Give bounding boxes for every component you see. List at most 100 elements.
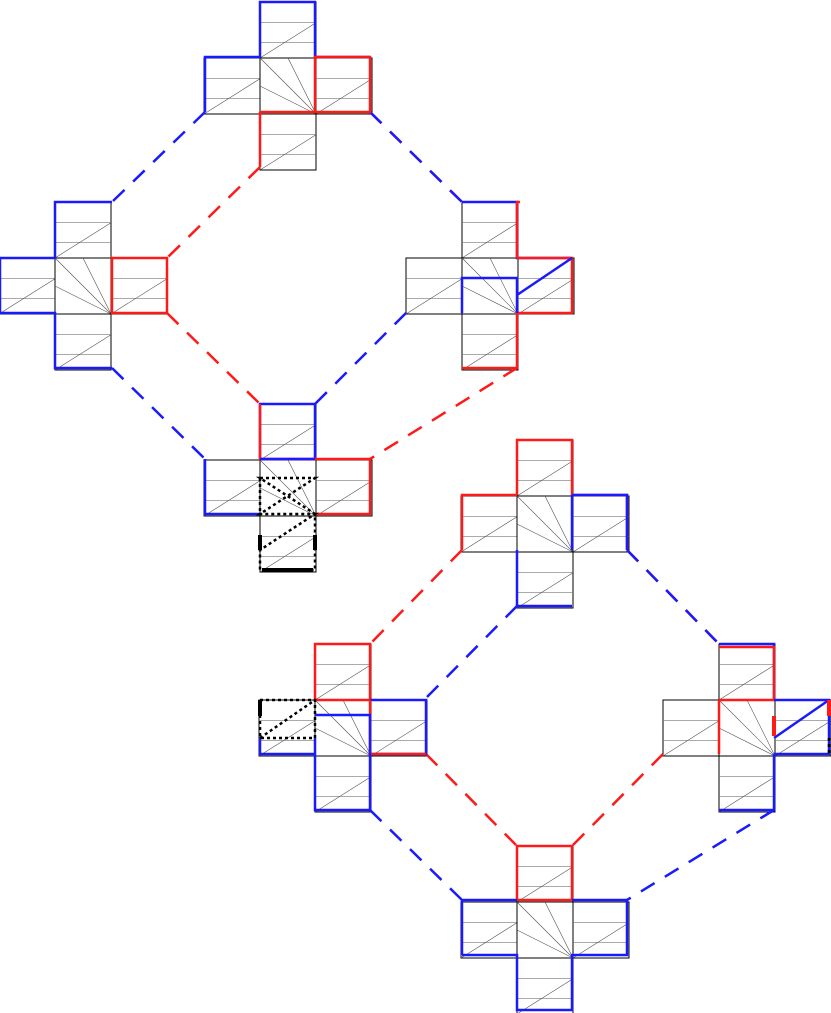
tile-diagonal (259, 424, 317, 461)
tile-diagonal (516, 460, 574, 497)
tile-diagonal (259, 459, 317, 517)
tile (461, 201, 519, 259)
outline-path (515, 550, 572, 608)
connector-line (425, 605, 518, 699)
tile-border (516, 439, 574, 497)
outline-path (572, 493, 629, 550)
tile-diagonal (203, 78, 261, 115)
tile-border (259, 515, 317, 573)
outline-path (203, 459, 260, 516)
connector-line (166, 312, 261, 405)
top-left-group-bottom-cross (203, 403, 373, 573)
tile (314, 643, 372, 701)
tile-diagonal (572, 516, 630, 553)
tile (774, 699, 831, 757)
tile (370, 699, 428, 757)
outline-path (53, 200, 112, 258)
tile-border (315, 57, 373, 115)
tile (516, 439, 574, 497)
tile (517, 257, 575, 315)
tile-diagonal (516, 495, 574, 553)
tile (314, 699, 372, 757)
tile-border (259, 113, 317, 171)
tile-diagonal (287, 459, 317, 517)
tile (203, 459, 261, 517)
tile (461, 313, 519, 371)
connector-line (369, 111, 463, 203)
tile (718, 755, 776, 813)
tile-border (315, 459, 373, 517)
top-left-group-top-cross (203, 1, 373, 171)
tile-border (0, 257, 56, 315)
tile-diagonal (516, 901, 574, 959)
tile (259, 57, 317, 115)
tile-diagonal (461, 334, 519, 371)
tile-diagonal (516, 572, 574, 609)
tile-diagonal (746, 699, 776, 757)
tile (258, 699, 316, 757)
outline-path (203, 55, 260, 112)
tile-diagonal (572, 922, 630, 959)
tile-diagonal (516, 929, 574, 959)
tile (516, 551, 574, 609)
tile-diagonal (460, 516, 518, 553)
tile-diagonal (287, 57, 317, 115)
tile-border (460, 495, 518, 553)
tile-diagonal (461, 222, 519, 259)
outline-path (313, 642, 372, 700)
tile-border (460, 901, 518, 959)
tile-border (203, 459, 261, 517)
tile (516, 901, 574, 959)
outline-path (460, 493, 517, 550)
tile (461, 257, 519, 315)
tile-diagonal (489, 257, 519, 315)
connector-line (111, 367, 206, 460)
tile (718, 643, 776, 701)
tile-diagonal (718, 699, 776, 757)
outline-path (370, 698, 428, 756)
tile-border (203, 57, 261, 115)
connector-line (369, 809, 463, 901)
tile-diagonal (110, 278, 168, 315)
tile-border (259, 1, 317, 59)
connector-line (369, 549, 463, 645)
tile (54, 201, 112, 259)
tile-diagonal (0, 278, 56, 314)
tile-diagonal (718, 727, 776, 757)
outline-path (773, 698, 830, 740)
connector-line (425, 753, 518, 847)
tile (460, 495, 518, 553)
outline-path (368, 700, 426, 756)
outline-path (315, 457, 372, 516)
outline-path (774, 698, 831, 756)
outline-path (516, 256, 573, 297)
outline-path (110, 256, 169, 315)
tile-diagonal (54, 334, 112, 371)
tile-diagonal (662, 720, 720, 757)
tile-border (54, 201, 112, 259)
tile-diagonal (314, 776, 372, 813)
connector-line (571, 753, 664, 847)
tile-border (774, 699, 831, 757)
tile (259, 403, 317, 461)
outline-path (462, 256, 574, 370)
tile-border (314, 755, 372, 813)
connector-line (626, 549, 720, 645)
tile-border (516, 957, 574, 1013)
outline-path (460, 898, 517, 955)
tile-diagonal (315, 480, 373, 517)
tile-border (314, 643, 372, 701)
outline-path (258, 402, 317, 459)
tile-diagonal (259, 85, 317, 115)
tile-diagonal (314, 664, 372, 701)
tile (110, 257, 168, 315)
tile-diagonal (259, 22, 317, 59)
tile-border (662, 699, 720, 757)
bottom-right-group-right-cross (662, 643, 831, 813)
top-left-group-left-cross (0, 201, 168, 371)
tile-border (54, 313, 112, 371)
tile (54, 313, 112, 371)
tile-border (572, 901, 630, 959)
bottom-right-group-left-cross (258, 643, 428, 813)
